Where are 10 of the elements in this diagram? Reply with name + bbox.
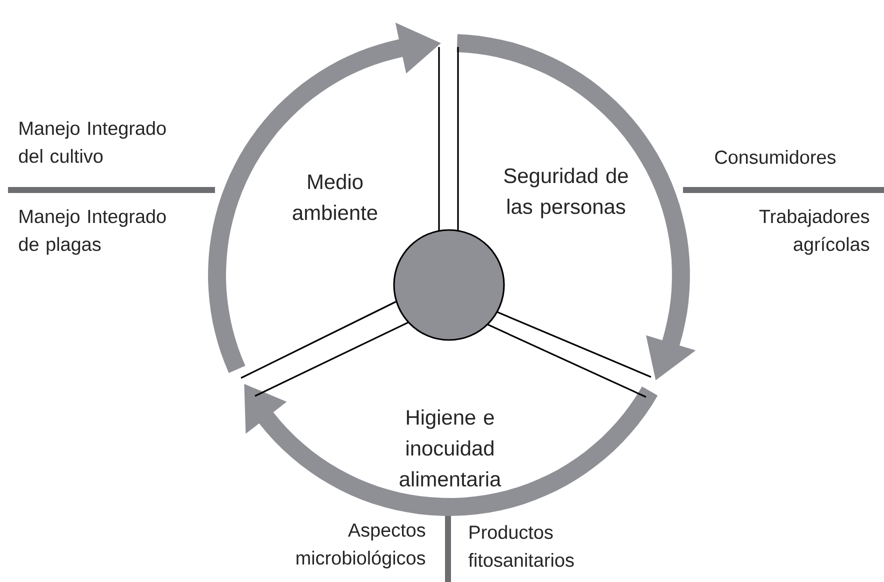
side-label: Aspectos microbiológicos [296, 524, 426, 568]
sector-label: Seguridad de las personas [504, 168, 628, 218]
sector-label: Medio ambiente [292, 174, 378, 220]
side-label: Manejo Integrado del cultivo [19, 121, 166, 163]
hub-circle [393, 229, 505, 341]
side-label: Consumidores [715, 150, 836, 164]
side-label: Trabajadores agrícolas [759, 209, 870, 255]
side-label: Productos fitosanitarios [468, 525, 574, 567]
sector-label: Higiene e inocuidad alimentaria [400, 409, 502, 487]
side-label: Manejo Integrado de plagas [19, 209, 166, 255]
